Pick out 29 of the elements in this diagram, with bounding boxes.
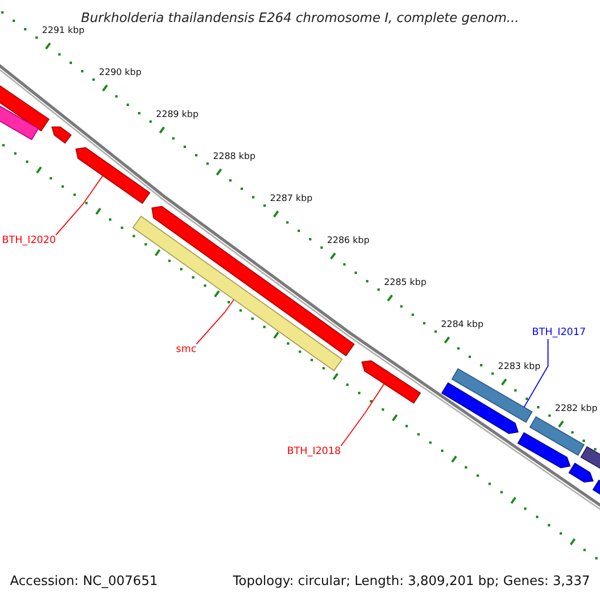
- tick-label: 2282 kbp: [555, 404, 598, 414]
- accession-text: Accession: NC_007651: [10, 574, 158, 590]
- tick-label: 2289 kbp: [156, 110, 198, 120]
- leader-line: [55, 175, 104, 236]
- gene-label: BTH_I2017: [532, 327, 586, 339]
- gene-feature: [361, 360, 421, 404]
- title: Burkholderia thailandensis E264 chromosome I, complete genom...: [80, 11, 520, 26]
- gene-feature: [441, 382, 519, 434]
- tick-label: 2287 kbp: [270, 194, 312, 204]
- leader-line: [196, 299, 234, 344]
- gene-feature: [517, 432, 571, 468]
- gene-label: smc: [176, 344, 196, 356]
- tick-label: 2286 kbp: [327, 236, 370, 246]
- tick-label: 2285 kbp: [384, 278, 426, 288]
- gene-label: BTH_I2020: [2, 235, 56, 247]
- gene-label: BTH_I2018: [287, 446, 341, 458]
- gene-feature: [529, 416, 585, 456]
- tick-label: 2291 kbp: [42, 26, 84, 36]
- tick-label: 2290 kbp: [99, 68, 142, 78]
- tick-label: 2284 kbp: [441, 320, 484, 330]
- leader-line: [340, 383, 385, 446]
- genome-info-text: Topology: circular; Length: 3,809,201 bp; Genes: 3,337: [232, 574, 590, 590]
- tick-label: 2283 kbp: [498, 362, 540, 372]
- tick-label: 2288 kbp: [213, 152, 256, 162]
- gene-feature: [51, 126, 72, 144]
- gene-feature: [568, 462, 594, 483]
- leader-line: [524, 338, 548, 408]
- gene-feature: [151, 206, 355, 356]
- gene-feature: [75, 147, 150, 204]
